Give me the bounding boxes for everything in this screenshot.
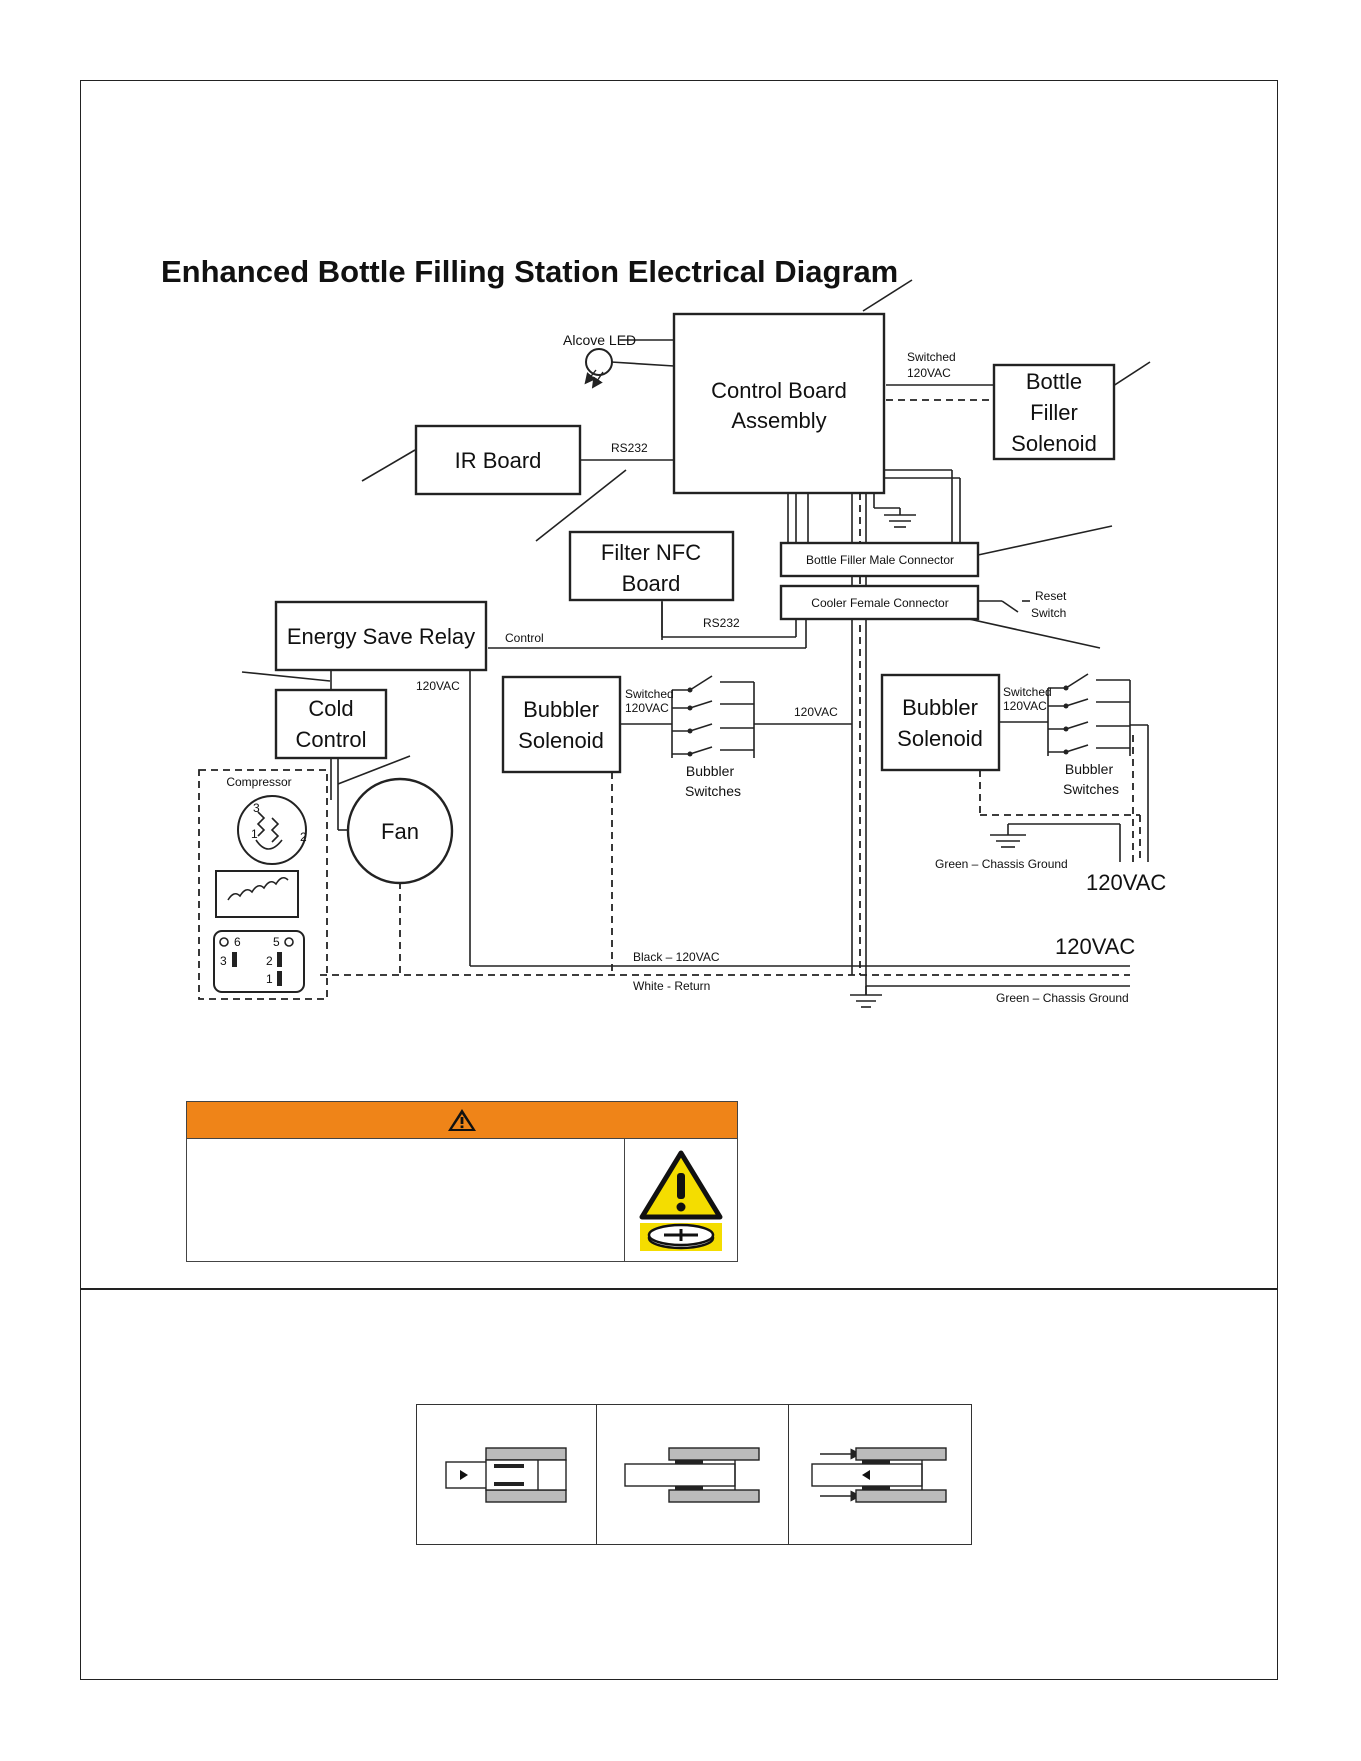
terminal-1-label: 1 xyxy=(251,827,258,841)
ir-board-label: IR Board xyxy=(455,448,542,473)
female-connector-box xyxy=(779,584,980,621)
reset-switch-label-2: Switch xyxy=(1031,606,1066,620)
filter-nfc-label-2: Board xyxy=(622,571,681,596)
terminal-b2-label: 2 xyxy=(266,954,273,968)
right-bubbler-switches-label-1: Bubbler xyxy=(1065,761,1114,777)
female-connector-label: Cooler Female Connector xyxy=(811,596,948,610)
bubbler-solenoid-left-label-1: Bubbler xyxy=(523,697,599,722)
main-120vac-label: 120VAC xyxy=(1055,934,1135,959)
switched-label-2: 120VAC xyxy=(907,366,951,380)
top-section-frame xyxy=(80,80,1278,1290)
battery-hazard-icon xyxy=(625,1139,737,1262)
relay-120vac-label: 120VAC xyxy=(416,679,460,693)
bubbler-switches-left-icon xyxy=(671,675,755,758)
fan-circle xyxy=(346,777,454,885)
cold-control-label-2: Control xyxy=(296,727,367,752)
leader-lines xyxy=(241,279,1151,785)
fan-label: Fan xyxy=(381,819,419,844)
terminal-5-label: 5 xyxy=(273,935,280,949)
control-label: Control xyxy=(505,631,544,645)
bottom-section-frame xyxy=(80,1288,1278,1680)
bubbler-120vac-label: 120VAC xyxy=(794,705,838,719)
warning-box xyxy=(186,1101,738,1262)
bottle-filler-solenoid-box xyxy=(992,363,1116,461)
male-connector-box xyxy=(779,541,980,578)
left-switched-label-1: Switched xyxy=(625,687,674,701)
bottle-filler-solenoid-label-2: Filler xyxy=(1030,400,1078,425)
right-green-ground-label: Green – Chassis Ground xyxy=(935,857,1068,871)
control-board-label-2: Assembly xyxy=(731,408,826,433)
right-bubbler-switches-label-2: Switches xyxy=(1063,781,1119,797)
reset-switch-label-1: Reset xyxy=(1035,589,1067,603)
compressor-label: Compressor xyxy=(226,775,291,789)
left-bubbler-switches-label-2: Switches xyxy=(685,783,741,799)
tube-inserted-fitting-icon xyxy=(596,1405,788,1544)
bubbler-solenoid-right-label-1: Bubbler xyxy=(902,695,978,720)
main-green-ground-label: Green – Chassis Ground xyxy=(996,991,1129,1005)
switched-label-1: Switched xyxy=(907,350,956,364)
left-switched-label-2: 120VAC xyxy=(625,701,669,715)
fittings-panel xyxy=(416,1404,972,1545)
male-connector-label: Bottle Filler Male Connector xyxy=(806,553,954,567)
black-wire-label: Black – 120VAC xyxy=(633,950,720,964)
left-bubbler-switches-label-1: Bubbler xyxy=(686,763,735,779)
compressor-enclosure xyxy=(198,769,328,1000)
cold-control-box xyxy=(274,688,388,760)
diagram-title: Enhanced Bottle Filling Station Electric… xyxy=(161,254,899,289)
energy-save-relay-label: Energy Save Relay xyxy=(287,624,475,649)
cold-control-label-1: Cold xyxy=(308,696,353,721)
bubbler-solenoid-left-box xyxy=(501,675,622,774)
right-120vac-label: 120VAC xyxy=(1086,870,1166,895)
right-switched-label-1: Switched xyxy=(1003,685,1052,699)
compressor-motor-icon xyxy=(213,795,307,993)
warning-text-area xyxy=(187,1139,625,1262)
bubbler-solenoid-right-label-2: Solenoid xyxy=(897,726,983,751)
warning-triangle-icon xyxy=(448,1109,476,1131)
terminal-3-label: 3 xyxy=(253,801,260,815)
ir-board-box xyxy=(414,424,582,496)
terminal-b3-label: 3 xyxy=(220,954,227,968)
alcove-led-icon xyxy=(584,348,613,389)
bubbler-solenoid-right-box xyxy=(880,673,1001,772)
energy-save-relay-box xyxy=(274,600,488,672)
control-board-box xyxy=(672,312,886,495)
rs232-label-1: RS232 xyxy=(611,441,648,455)
warning-header xyxy=(187,1102,737,1139)
bottle-filler-solenoid-label-1: Bottle xyxy=(1026,369,1082,394)
right-switched-label-2: 120VAC xyxy=(1003,699,1047,713)
terminal-6-label: 6 xyxy=(234,935,241,949)
alcove-led-label: Alcove LED xyxy=(563,332,636,348)
filter-nfc-board-box xyxy=(568,530,735,602)
terminal-2-label: 2 xyxy=(300,830,307,844)
rs232-label-2: RS232 xyxy=(703,616,740,630)
bottle-filler-solenoid-label-3: Solenoid xyxy=(1011,431,1097,456)
control-board-label-1: Control Board xyxy=(711,378,847,403)
bubbler-switches-right-icon xyxy=(1047,673,1131,756)
terminal-b1-label: 1 xyxy=(266,972,273,986)
white-wire-label: White - Return xyxy=(633,979,710,993)
tube-release-fitting-icon xyxy=(788,1405,971,1544)
filter-nfc-label-1: Filter NFC xyxy=(601,540,701,565)
electrical-diagram: Alcove LED Control Board Assembly Bottle… xyxy=(198,279,1166,1008)
push-in-fitting-icon xyxy=(417,1405,596,1544)
bubbler-solenoid-left-label-2: Solenoid xyxy=(518,728,604,753)
